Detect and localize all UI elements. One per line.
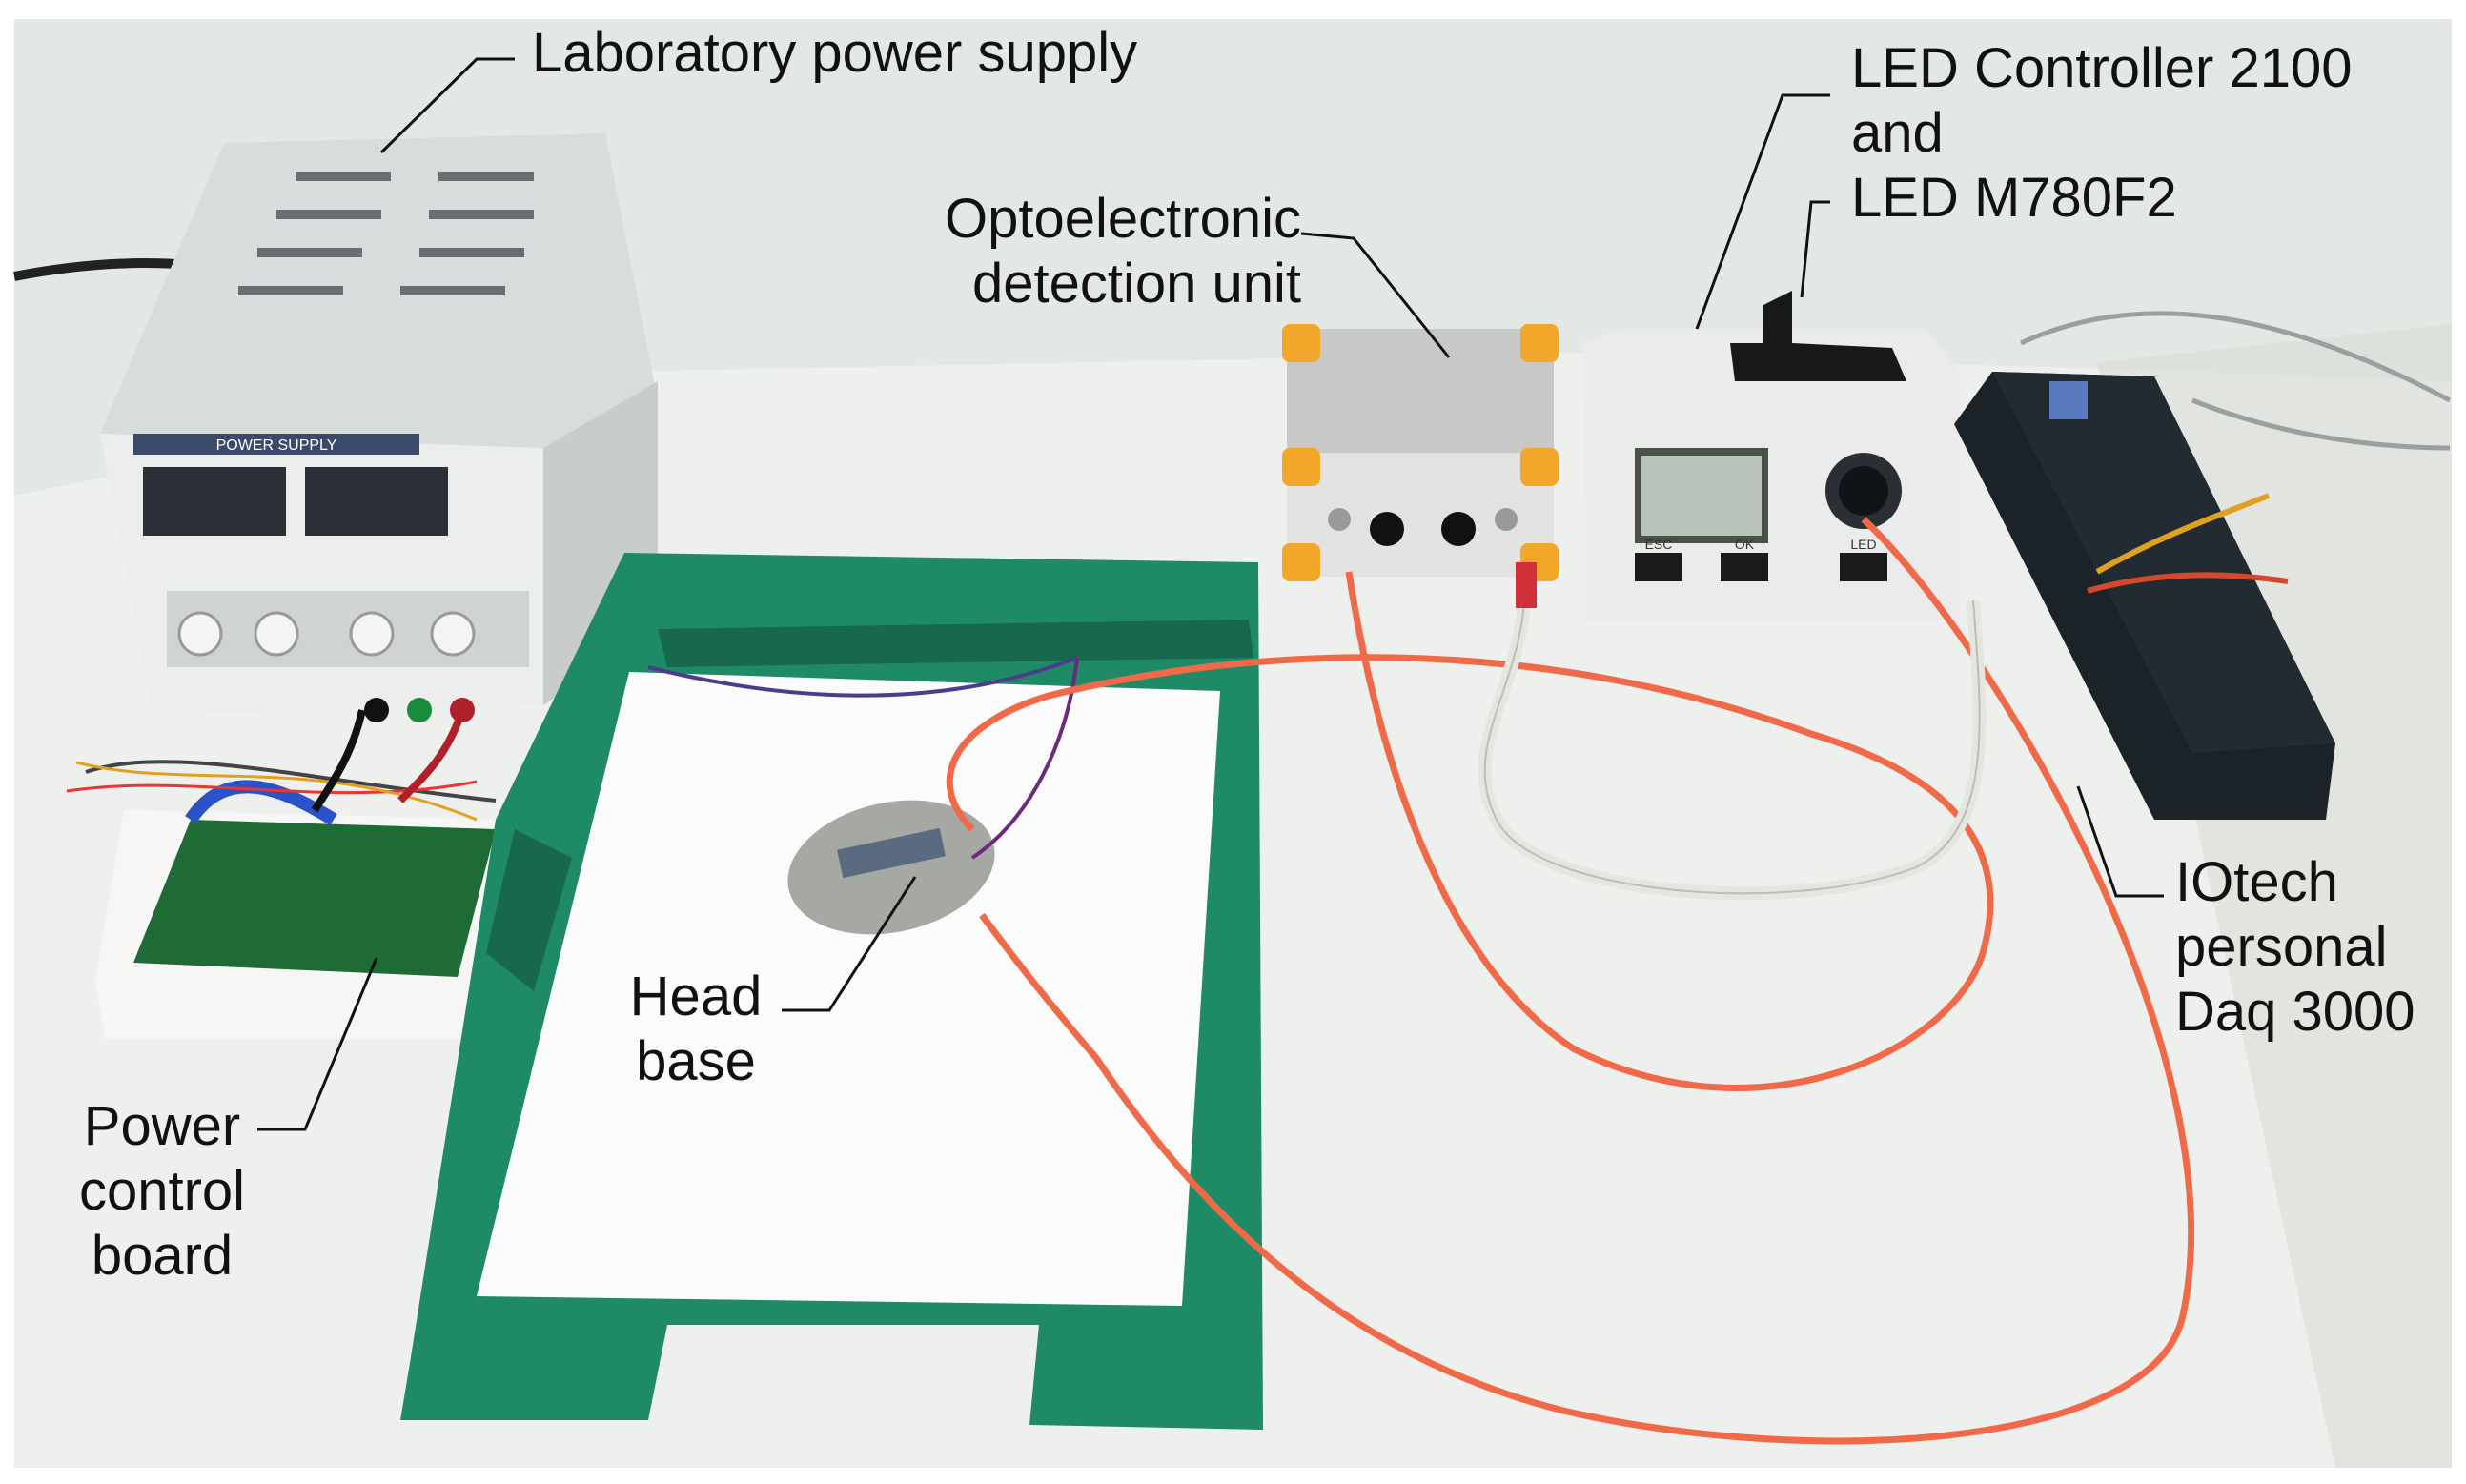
led-m780f2 [1730, 291, 1906, 381]
label-daq-line-2: personal [2175, 916, 2388, 978]
power-supply-panel-text: POWER SUPPLY [216, 437, 337, 454]
label-led-controller: LED Controller 2100 and LED M780F2 [1851, 36, 2353, 231]
label-head-base-line-2: base [636, 1030, 756, 1092]
label-detection-unit-line-1: Optoelectronic [945, 188, 1301, 250]
laboratory-power-supply: POWER SUPPLY [100, 133, 658, 722]
label-daq-line-1: IOtech [2175, 851, 2338, 913]
label-power-supply: Laboratory power supply [532, 21, 1137, 86]
white-paper [477, 672, 1220, 1306]
label-head-base-line-1: Head [629, 966, 763, 1027]
label-power-control-board-line-2: control [78, 1160, 246, 1222]
power-control-board [66, 708, 515, 1039]
knob-4 [430, 611, 476, 657]
label-daq-line-3: Daq 3000 [2175, 981, 2415, 1043]
led-controller: ESC OK LED [1582, 291, 1959, 620]
label-power-control-board: Power control board [57, 1094, 267, 1289]
label-daq: IOtech personal Daq 3000 [2175, 850, 2415, 1045]
optoelectronic-detection-unit [1282, 324, 1559, 581]
label-head-base: Head base [601, 965, 791, 1094]
detector-knob-left [1370, 512, 1404, 546]
label-detection-unit-line-2: detection unit [971, 253, 1301, 315]
knob-1 [177, 611, 223, 657]
label-led-controller-line-1: LED Controller 2100 [1851, 37, 2353, 99]
label-led-controller-line-2: and [1851, 102, 1944, 164]
label-led-controller-line-3: LED M780F2 [1851, 167, 2177, 229]
iotech-daq-3000 [1954, 372, 2335, 820]
label-power-control-board-line-1: Power [83, 1095, 241, 1157]
label-detection-unit: Optoelectronic detection unit [906, 187, 1301, 316]
knob-3 [349, 611, 395, 657]
controller-button-led: LED [1850, 537, 1876, 552]
detector-knob-right [1441, 512, 1476, 546]
knob-2 [254, 611, 299, 657]
controller-button-esc: ESC [1645, 537, 1673, 552]
head-base [647, 656, 1079, 935]
label-power-control-board-line-3: board [91, 1225, 234, 1287]
label-power-supply-line-1: Laboratory power supply [532, 22, 1138, 84]
controller-button-ok: OK [1735, 537, 1755, 552]
leader-lines [257, 57, 2164, 1131]
